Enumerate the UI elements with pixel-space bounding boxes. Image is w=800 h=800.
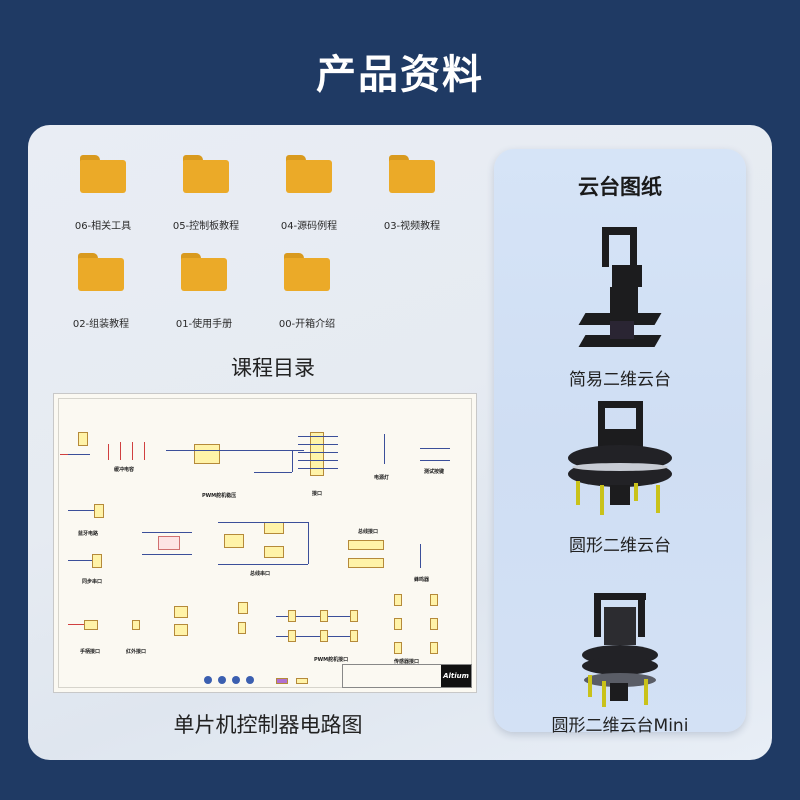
gimbal-model-image (570, 227, 670, 359)
folder-icon (78, 253, 124, 291)
schematic-label: PWM舵机接口 (314, 657, 349, 663)
folder-icon (181, 253, 227, 291)
schematic-label: 缓冲电容 (114, 467, 135, 473)
gimbal-item-round[interactable]: 圆形二维云台 (494, 401, 746, 556)
schematic-label: 总线串口 (250, 571, 271, 577)
main-panel: 06-相关工具 05-控制板教程 04-源码例程 03-视频教程 02-组装教程… (28, 125, 772, 760)
gimbal-name: 简易二维云台 (569, 370, 671, 390)
gimbal-model-image (560, 401, 680, 521)
folder-icon (183, 155, 229, 193)
folder-icon (284, 253, 330, 291)
folder-label: 03-视频教程 (383, 221, 441, 232)
page-title: 产品资料 (316, 52, 484, 98)
folder-item[interactable]: 03-视频教程 (367, 155, 457, 232)
title-block: Altium (342, 664, 472, 688)
gimbal-item-simple[interactable]: 简易二维云台 (494, 227, 746, 390)
gimbal-item-round-mini[interactable]: 圆形二维云台Mini (494, 593, 746, 736)
folder-label: 04-源码例程 (280, 221, 338, 232)
folder-label: 05-控制板教程 (172, 221, 240, 232)
altium-logo: Altium (441, 665, 471, 687)
folder-item[interactable]: 00-开箱介绍 (262, 253, 352, 330)
folder-item[interactable]: 04-源码例程 (264, 155, 354, 232)
folder-label: 00-开箱介绍 (278, 319, 336, 330)
folder-grid: 06-相关工具 05-控制板教程 04-源码例程 03-视频教程 02-组装教程… (58, 155, 488, 345)
folder-icon (286, 155, 332, 193)
gimbal-card-title: 云台图纸 (578, 175, 662, 199)
folder-icon (389, 155, 435, 193)
folder-label: 01-使用手册 (175, 319, 233, 330)
schematic-caption: 单片机控制器电路图 (173, 713, 363, 737)
schematic-label: 总线接口 (358, 529, 379, 535)
gimbal-model-image (580, 593, 660, 707)
schematic-label: 电源灯 (374, 475, 390, 481)
folder-label: 02-组装教程 (72, 319, 130, 330)
schematic-label: 测试按键 (424, 469, 445, 475)
folder-item[interactable]: 06-相关工具 (58, 155, 148, 232)
circuit-schematic-image: 缓冲电容 PWM舵机稳压 接口 电源灯 测试按键 蓝牙电路 总线串口 (53, 393, 477, 693)
schematic-label: 接口 (312, 491, 323, 497)
schematic-label: 手柄接口 (80, 649, 101, 655)
folder-item[interactable]: 01-使用手册 (159, 253, 249, 330)
schematic-label: 蓝牙电路 (78, 531, 99, 537)
schematic-label: 传感器接口 (394, 659, 420, 665)
course-caption: 课程目录 (231, 356, 315, 380)
gimbal-drawings-card: 云台图纸 简易二维云台 (494, 149, 746, 736)
gimbal-name: 圆形二维云台Mini (551, 716, 689, 736)
folder-icon (80, 155, 126, 193)
folder-label: 06-相关工具 (74, 221, 132, 232)
schematic-label: PWM舵机稳压 (202, 493, 237, 499)
gimbal-name: 圆形二维云台 (569, 536, 671, 556)
folder-item[interactable]: 05-控制板教程 (161, 155, 251, 232)
schematic-label: 蜂鸣器 (414, 577, 430, 583)
folder-item[interactable]: 02-组装教程 (56, 253, 146, 330)
schematic-label: 红外接口 (126, 649, 147, 655)
schematic-label: 同步串口 (82, 579, 103, 585)
